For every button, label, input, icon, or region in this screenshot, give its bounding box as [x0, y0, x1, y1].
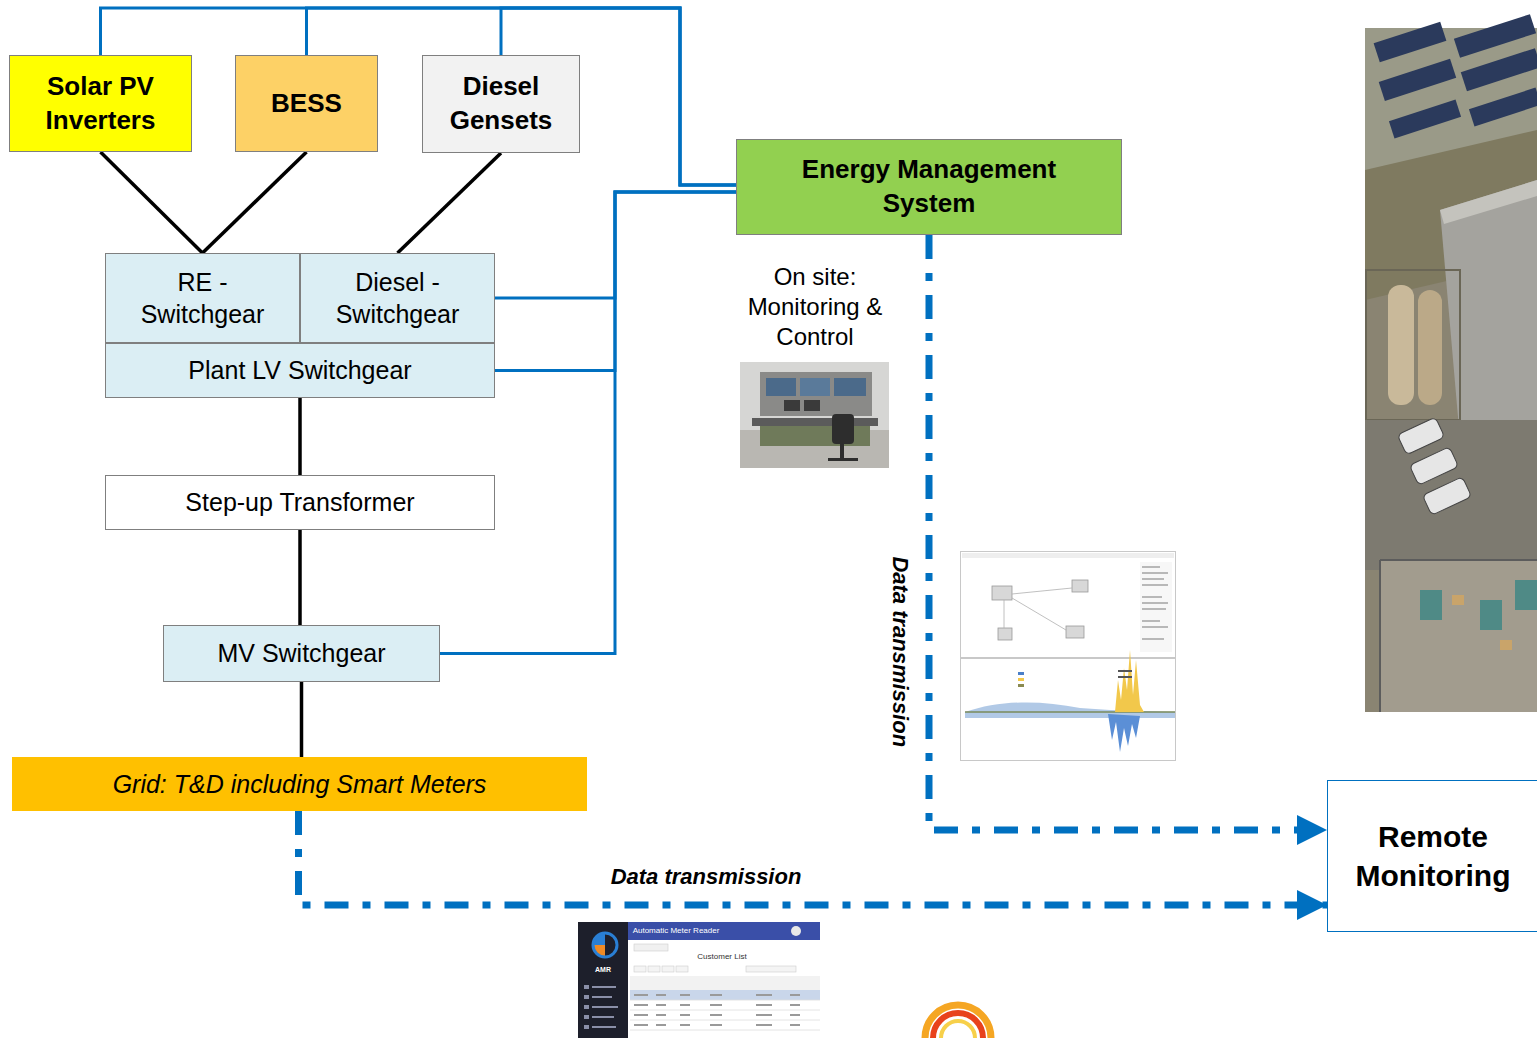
connector — [398, 153, 502, 253]
note-label: On site: Monitoring & Control — [735, 262, 895, 352]
source-box: BESS — [235, 55, 378, 152]
switchgear-box: RE - Switchgear — [105, 253, 300, 343]
amr-screenshot — [578, 922, 820, 1038]
connector — [300, 682, 304, 757]
node-text: Grid: T&D including Smart Meters — [113, 768, 487, 801]
node-text: Diesel Gensets — [431, 70, 571, 138]
switchgear-box: Diesel - Switchgear — [300, 253, 495, 343]
edge-label: Data transmission — [609, 863, 804, 891]
connector — [203, 152, 307, 253]
ems-screenshot — [960, 552, 1176, 761]
node-text: Step-up Transformer — [185, 486, 414, 519]
source-box: Solar PV Inverters — [9, 55, 192, 152]
screen-text: Automatic Meter Reader — [633, 926, 720, 936]
node-text: Energy Management System — [779, 153, 1079, 221]
control-room-photo — [740, 362, 889, 468]
edge-label: Data transmission — [886, 555, 914, 750]
connector — [929, 235, 1327, 830]
node-text: BESS — [271, 87, 342, 121]
node-text: Diesel - Switchgear — [318, 266, 478, 331]
connector — [299, 811, 1328, 905]
company-logo — [925, 1005, 991, 1038]
control-box: Energy Management System — [736, 139, 1122, 235]
switchgear-box: MV Switchgear — [163, 625, 440, 682]
transformer-box: Step-up Transformer — [105, 475, 495, 530]
aerial-plant-photo — [1365, 14, 1537, 712]
screen-text: AMR — [595, 966, 611, 975]
screen-text: Customer List — [697, 952, 746, 962]
node-text: MV Switchgear — [217, 637, 385, 670]
connector — [101, 152, 203, 253]
source-box: Diesel Gensets — [422, 55, 580, 153]
remote-box: Remote Monitoring — [1327, 780, 1537, 932]
connector — [101, 8, 737, 185]
grid-band: Grid: T&D including Smart Meters — [12, 757, 587, 811]
node-text: Plant LV Switchgear — [188, 354, 411, 387]
node-text: Remote Monitoring — [1338, 817, 1528, 895]
switchgear-box: Plant LV Switchgear — [105, 343, 495, 398]
connector — [298, 530, 302, 625]
node-text: RE - Switchgear — [123, 266, 283, 331]
node-text: Solar PV Inverters — [18, 70, 183, 138]
connector — [298, 398, 302, 475]
